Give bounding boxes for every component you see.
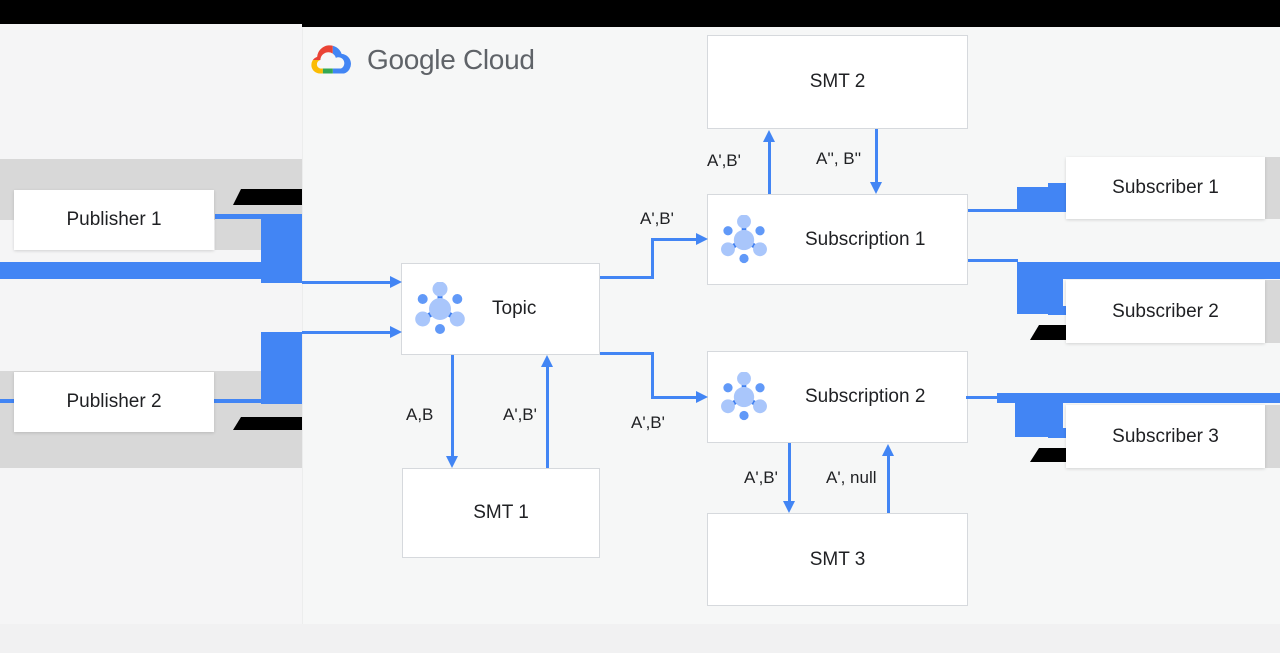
arrow-pub1-topic-head xyxy=(390,276,402,288)
node-smt2: SMT 2 xyxy=(707,35,968,129)
node-label: Topic xyxy=(492,298,537,319)
node-label: Subscriber 1 xyxy=(1112,177,1219,198)
bottom-strip xyxy=(0,624,1280,653)
arrow-smt1-topic-head xyxy=(541,355,553,367)
arrow-sub2-smt3-line xyxy=(788,443,791,502)
black-fragment-sub2 xyxy=(1030,325,1066,340)
blue-fragment-pub1-band xyxy=(0,262,261,279)
pubsub-subscription-icon xyxy=(721,372,767,421)
gray-strip-subscriber2 xyxy=(1265,280,1280,343)
edge-label-smt2-sub1: A'', B'' xyxy=(816,149,862,168)
node-smt1: SMT 1 xyxy=(402,468,600,558)
arrow-smt2-sub1-line xyxy=(875,129,878,183)
arrow-pub1-topic-line xyxy=(302,281,390,284)
black-fragment-pub1 xyxy=(233,189,302,205)
node-subscription1: Subscription 1 xyxy=(707,194,968,285)
node-label: Subscriber 2 xyxy=(1112,300,1219,322)
node-subscriber3: Subscriber 3 xyxy=(1066,405,1265,468)
arrow-topic-sub2-head xyxy=(696,391,708,403)
node-label: Subscriber 3 xyxy=(1112,425,1219,447)
left-clipped-panel xyxy=(0,24,302,624)
edge-label-topic-smt1: A,B xyxy=(406,405,434,424)
node-smt3: SMT 3 xyxy=(707,513,968,606)
arrow-smt3-sub2-head xyxy=(882,444,894,456)
line-sub1-subscriber2 xyxy=(968,259,1018,262)
node-topic: Topic xyxy=(401,263,600,355)
arrow-sub1-smt2-head xyxy=(763,130,775,142)
edge-label-sub2-smt3: A',B' xyxy=(744,468,778,487)
gray-strip-subscriber1 xyxy=(1265,157,1280,219)
blue-fragment-sub2-step xyxy=(1048,306,1070,315)
gray-band-publisher1-extension xyxy=(215,220,261,250)
edge-label-topic-sub1: A',B' xyxy=(640,209,674,228)
blue-fragment-sub3-band xyxy=(997,393,1280,403)
google-cloud-logo: Google Cloud xyxy=(309,42,535,78)
arrow-pub2-topic-head xyxy=(390,326,402,338)
google-cloud-icon xyxy=(311,45,351,74)
blue-fragment-pub1-line xyxy=(215,214,302,219)
blue-fragment-sub2-band xyxy=(1017,262,1280,279)
node-label: Subscription 1 xyxy=(805,228,926,250)
node-label: Publisher 2 xyxy=(66,391,162,412)
arrow-topic-sub1-head xyxy=(696,233,708,245)
arrow-smt1-topic-line xyxy=(546,366,549,468)
edge-label-topic-sub2: A',B' xyxy=(631,413,665,432)
top-letterbox-bar xyxy=(0,0,1280,27)
node-label: Publisher 1 xyxy=(66,209,162,230)
arrow-topic-sub1-seg1 xyxy=(600,276,653,279)
node-subscriber1: Subscriber 1 xyxy=(1066,157,1265,219)
arrow-topic-sub2-seg3 xyxy=(653,396,697,399)
google-cloud-logo-text: Google Cloud xyxy=(367,44,535,75)
edge-label-smt1-topic: A',B' xyxy=(503,405,537,424)
node-publisher1: Publisher 1 xyxy=(14,190,214,250)
line-sub1-subscriber1 xyxy=(968,209,1018,212)
arrow-topic-sub2-seg1 xyxy=(600,352,653,355)
edge-label-sub1-smt2: A',B' xyxy=(707,151,741,170)
arrow-topic-smt1-head xyxy=(446,456,458,468)
arrow-topic-smt1-line xyxy=(451,355,454,457)
node-subscriber2: Subscriber 2 xyxy=(1066,280,1265,343)
arrow-sub1-smt2-line xyxy=(768,142,771,194)
node-publisher2: Publisher 2 xyxy=(14,372,214,432)
node-label: SMT 3 xyxy=(809,548,866,570)
node-subscription2: Subscription 2 xyxy=(707,351,968,443)
node-label: SMT 2 xyxy=(809,71,866,92)
line-sub2-subscriber3 xyxy=(966,396,998,399)
gray-strip-subscriber3 xyxy=(1265,405,1280,468)
edge-label-smt3-sub2: A', null xyxy=(826,468,877,487)
panel-seam xyxy=(302,27,303,624)
node-label: SMT 1 xyxy=(473,502,529,523)
blue-fragment-pub2-column xyxy=(261,332,302,404)
blue-fragment-sub3-step xyxy=(1048,428,1070,438)
arrow-topic-sub1-seg2 xyxy=(651,238,654,279)
arrow-topic-sub1-seg3 xyxy=(653,238,697,241)
node-label: Subscription 2 xyxy=(805,386,926,407)
pubsub-topic-icon xyxy=(415,282,465,334)
black-fragment-sub3 xyxy=(1030,448,1070,462)
black-fragment-pub2 xyxy=(233,417,302,430)
blue-fragment-pub1-column xyxy=(261,219,302,283)
arrow-smt3-sub2-line xyxy=(887,456,890,513)
arrow-sub2-smt3-head xyxy=(783,501,795,513)
pubsub-subscription-icon xyxy=(721,214,767,263)
arrow-pub2-topic-line xyxy=(302,331,390,334)
arrow-topic-sub2-seg2 xyxy=(651,352,654,399)
blue-fragment-sub1-arrow xyxy=(1017,187,1066,212)
arrow-smt2-sub1-head xyxy=(870,182,882,194)
